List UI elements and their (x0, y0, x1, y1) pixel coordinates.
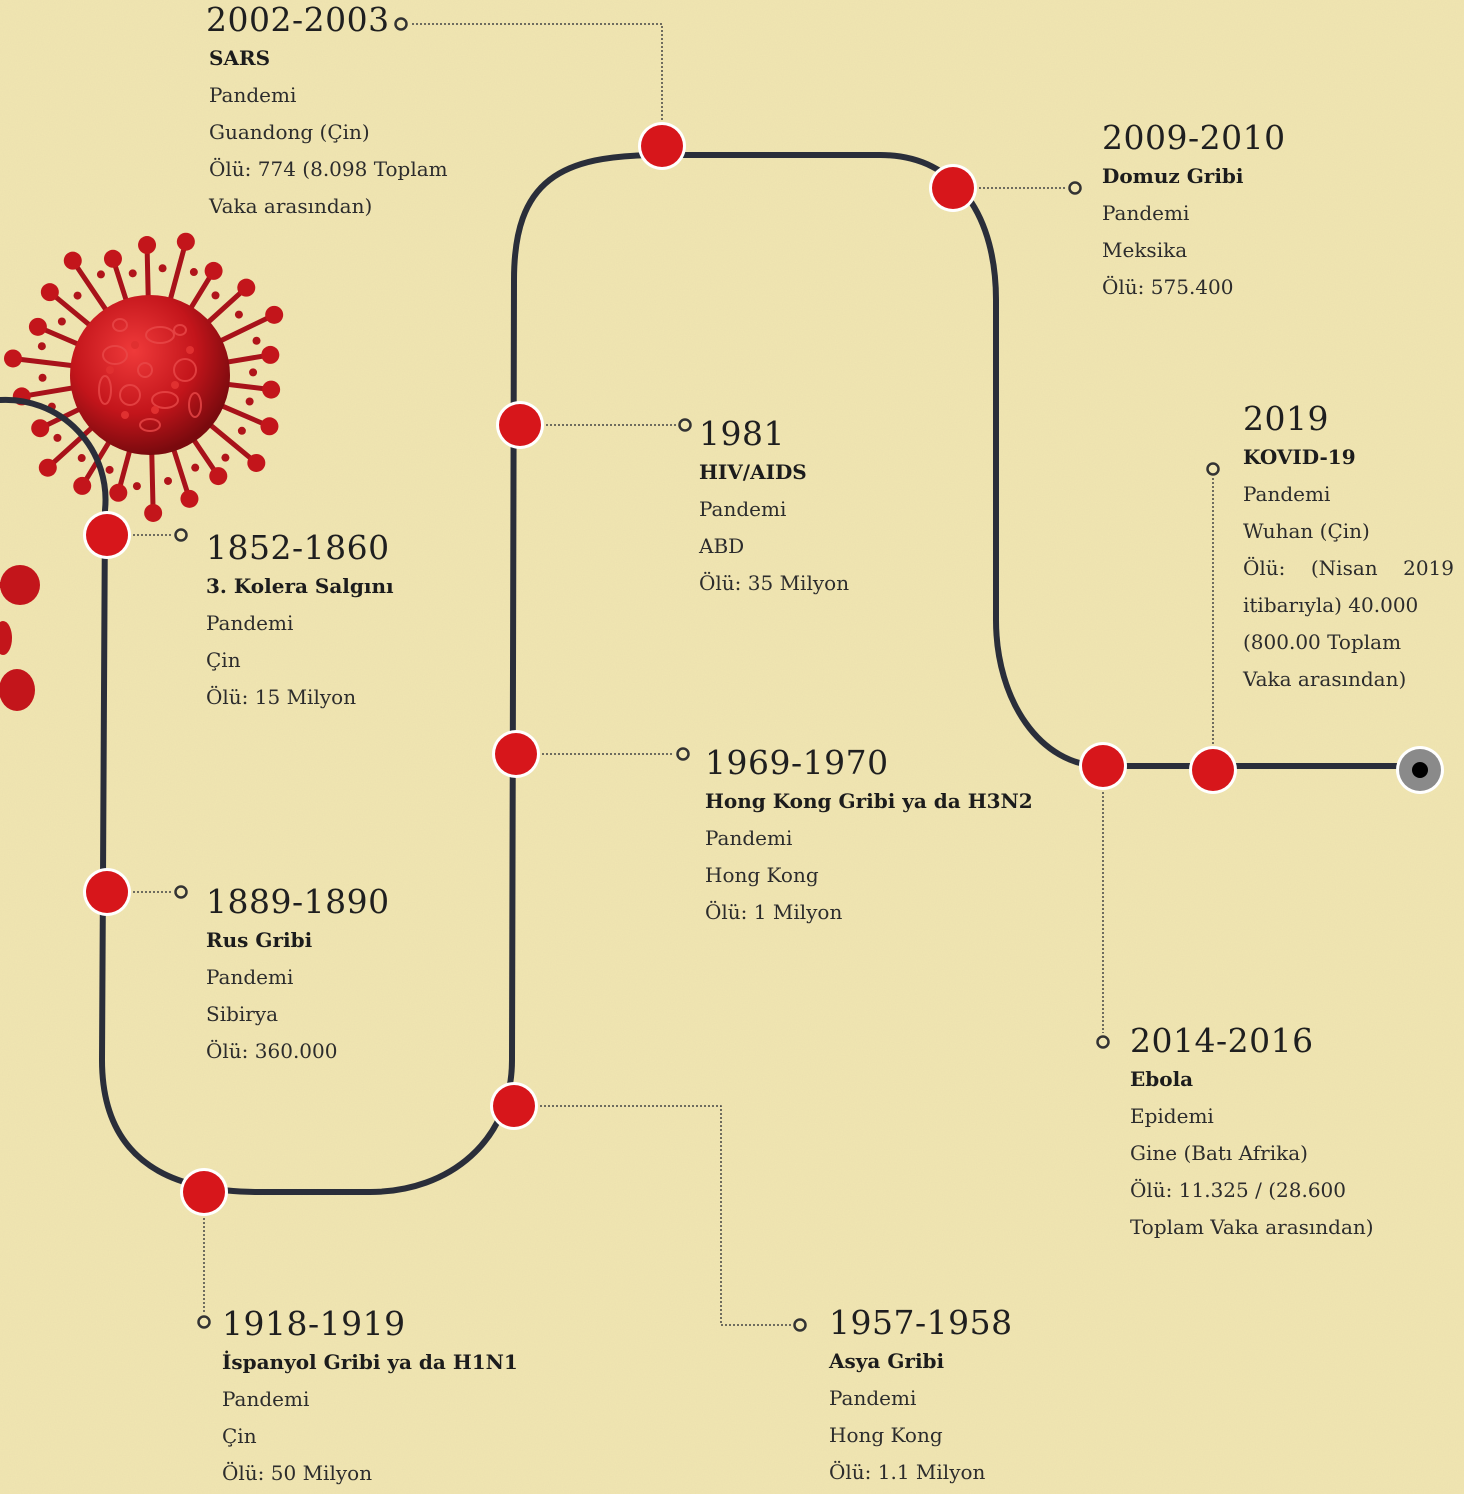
event-total: (800.00 Toplam (1243, 630, 1402, 654)
node-e2014 (1082, 745, 1124, 787)
event-year: 2009-2010 (1102, 118, 1286, 157)
event-type: Pandemi (829, 1386, 917, 1410)
event-type: Pandemi (1243, 482, 1331, 506)
event-2014: 2014-2016 Ebola Epidemi Gine (Batı Afrik… (1130, 1021, 1374, 1246)
event-name: İspanyol Gribi ya da H1N1 (222, 1350, 518, 1374)
event-location: Sibirya (206, 1002, 279, 1026)
event-name: 3. Kolera Salgını (206, 574, 394, 598)
coronavirus-partial-icon (0, 565, 40, 711)
event-name: SARS (209, 46, 271, 70)
connector-lines (133, 23, 1214, 1326)
event-year: 1969-1970 (705, 743, 889, 782)
event-year: 1889-1890 (206, 882, 390, 921)
event-deaths-cont: Vaka arasından) (209, 194, 373, 218)
event-deaths: Ölü: 1.1 Milyon (829, 1460, 986, 1484)
node-e1852 (86, 514, 128, 556)
event-location: Çin (206, 648, 241, 672)
connector-e1957 (540, 1105, 791, 1326)
connector-dot-e1852 (174, 528, 188, 542)
node-e1957 (493, 1085, 535, 1127)
event-year: 2002-2003 (206, 0, 390, 39)
event-1981: 1981 HIV/AIDS Pandemi ABD Ölü: 35 Milyon (699, 414, 849, 602)
timeline-nodes (83, 17, 1237, 1332)
event-type: Pandemi (1102, 201, 1190, 225)
event-deaths-cont: Toplam Vaka arasından) (1130, 1215, 1374, 1239)
event-type: Pandemi (222, 1387, 310, 1411)
event-1969: 1969-1970 Hong Kong Gribi ya da H3N2 Pan… (705, 743, 1033, 931)
event-type: Pandemi (209, 83, 297, 107)
timeline-end-node (1396, 746, 1444, 794)
event-deaths: Ölü: 774 (8.098 Toplam (209, 157, 448, 181)
event-year: 1981 (699, 414, 785, 453)
connector-e2002 (410, 23, 663, 120)
event-name: HIV/AIDS (699, 460, 807, 484)
node-e2002 (641, 125, 683, 167)
event-1918: 1918-1919 İspanyol Gribi ya da H1N1 Pand… (222, 1304, 518, 1492)
event-type: Pandemi (206, 611, 294, 635)
connector-dot-e1889 (174, 885, 188, 899)
event-year: 1918-1919 (222, 1304, 406, 1343)
event-1852: 1852-1860 3. Kolera Salgını Pandemi Çin … (206, 528, 394, 716)
event-1889: 1889-1890 Rus Gribi Pandemi Sibirya Ölü:… (206, 882, 390, 1070)
event-location: Wuhan (Çin) (1243, 519, 1370, 543)
event-1957: 1957-1958 Asya Gribi Pandemi Hong Kong Ö… (829, 1303, 1013, 1491)
event-deaths: Ölü: 575.400 (1102, 275, 1234, 299)
event-year: 1852-1860 (206, 528, 390, 567)
coronavirus-icon (3, 232, 284, 522)
event-deaths: Ölü: 50 Milyon (222, 1461, 373, 1485)
event-deaths: Ölü: 35 Milyon (699, 571, 850, 595)
event-name: Ebola (1130, 1067, 1194, 1091)
event-2019: 2019 KOVID-19 Pandemi Wuhan (Çin) Ölü: (… (1243, 399, 1454, 698)
connector-dot-e1981 (678, 418, 692, 432)
event-type: Pandemi (206, 965, 294, 989)
node-e1981 (499, 404, 541, 446)
connector-dot-e1969 (676, 747, 690, 761)
connector-dot-e2019 (1206, 462, 1220, 476)
connector-dot-e2009 (1068, 181, 1082, 195)
event-year: 1957-1958 (829, 1303, 1013, 1342)
event-name: Hong Kong Gribi ya da H3N2 (705, 789, 1033, 813)
event-location: Hong Kong (705, 863, 819, 887)
event-deaths: Ölü: 15 Milyon (206, 685, 357, 709)
event-deaths: Ölü: 360.000 (206, 1039, 338, 1063)
event-name: Domuz Gribi (1102, 164, 1244, 188)
event-name: Rus Gribi (206, 928, 313, 952)
node-e2019 (1192, 749, 1234, 791)
event-location: Gine (Batı Afrika) (1130, 1141, 1308, 1165)
connector-dot-e2002 (394, 17, 408, 31)
event-location: Guandong (Çin) (209, 120, 370, 144)
connector-dot-e1957 (793, 1318, 807, 1332)
timeline-track (0, 152, 1423, 1195)
node-e1889 (86, 871, 128, 913)
event-2002: 2002-2003 SARS Pandemi Guandong (Çin) Öl… (206, 0, 448, 225)
event-deaths-cont: itibarıyla) 40.000 (1243, 593, 1419, 617)
connector-dot-e2014 (1096, 1035, 1110, 1049)
node-e1969 (495, 733, 537, 775)
event-type: Epidemi (1130, 1104, 1214, 1128)
event-name: Asya Gribi (829, 1349, 945, 1373)
event-location: Çin (222, 1424, 257, 1448)
node-e1918 (183, 1171, 225, 1213)
event-name: KOVID-19 (1243, 445, 1356, 469)
event-type: Pandemi (699, 497, 787, 521)
event-location: Hong Kong (829, 1423, 943, 1447)
event-deaths: Ölü: 11.325 / (28.600 (1130, 1178, 1346, 1202)
event-2009: 2009-2010 Domuz Gribi Pandemi Meksika Öl… (1102, 118, 1286, 306)
event-year: 2014-2016 (1130, 1021, 1314, 1060)
event-deaths: Ölü: (Nisan 2019 (1243, 556, 1454, 580)
event-location: Meksika (1102, 238, 1188, 262)
event-total-cont: Vaka arasından) (1243, 667, 1407, 691)
event-deaths: Ölü: 1 Milyon (705, 900, 843, 924)
node-e2009 (932, 167, 974, 209)
event-location: ABD (699, 534, 745, 558)
event-type: Pandemi (705, 826, 793, 850)
connector-dot-e1918 (197, 1315, 211, 1329)
event-year: 2019 (1243, 399, 1329, 438)
